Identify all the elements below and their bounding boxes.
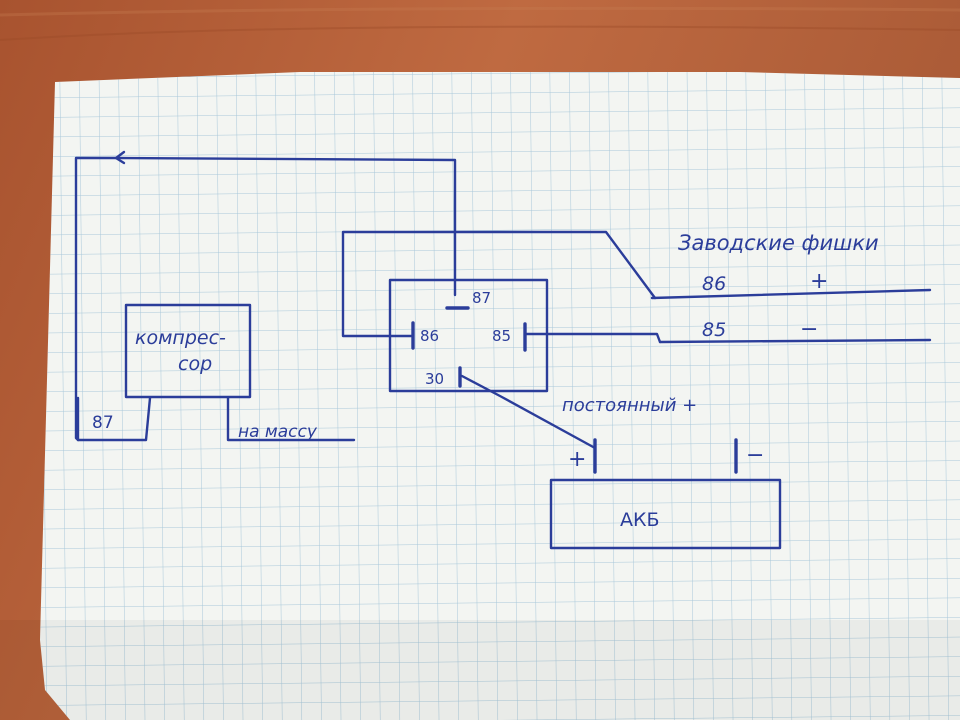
factory-wire-85 (658, 338, 932, 344)
diagram-ink (74, 150, 932, 550)
compressor-87-terminal (76, 396, 152, 442)
factory-connectors-title: Заводские фишки (678, 231, 879, 255)
wire-pin85 (523, 332, 662, 344)
relay-pin-85-label: 85 (492, 327, 511, 345)
battery-plus-sign: + (568, 447, 586, 472)
compressor-label-line2: сор (178, 353, 212, 375)
battery-box (549, 478, 782, 550)
compressor-box (124, 303, 252, 399)
wire-87-loop (74, 156, 457, 442)
factory-wire-85-label: 85 (702, 319, 726, 341)
factory-wire-86-label: 86 (702, 273, 726, 295)
ground-lead (226, 396, 356, 442)
wire-pin30 (460, 374, 597, 450)
battery-minus-sign: − (746, 443, 764, 468)
relay-pin-30-label: 30 (425, 370, 444, 388)
constant-plus-label: постоянный + (562, 395, 697, 416)
relay-pin-86-label: 86 (420, 327, 439, 345)
factory-wire-85-sign: − (800, 317, 818, 342)
factory-wire-86-sign: + (810, 269, 828, 294)
ground-label: на массу (238, 422, 318, 442)
relay-pin-87-label: 87 (472, 289, 491, 307)
compressor-label-line1: компрес- (135, 327, 226, 349)
compressor-pin-87-label: 87 (92, 413, 114, 433)
wire-pin86 (341, 230, 657, 338)
factory-wire-86 (650, 288, 932, 300)
battery-label: АКБ (620, 509, 660, 531)
diagram-labels: 87 86 85 30 компрес- сор 87 на массу Зав… (92, 231, 879, 531)
